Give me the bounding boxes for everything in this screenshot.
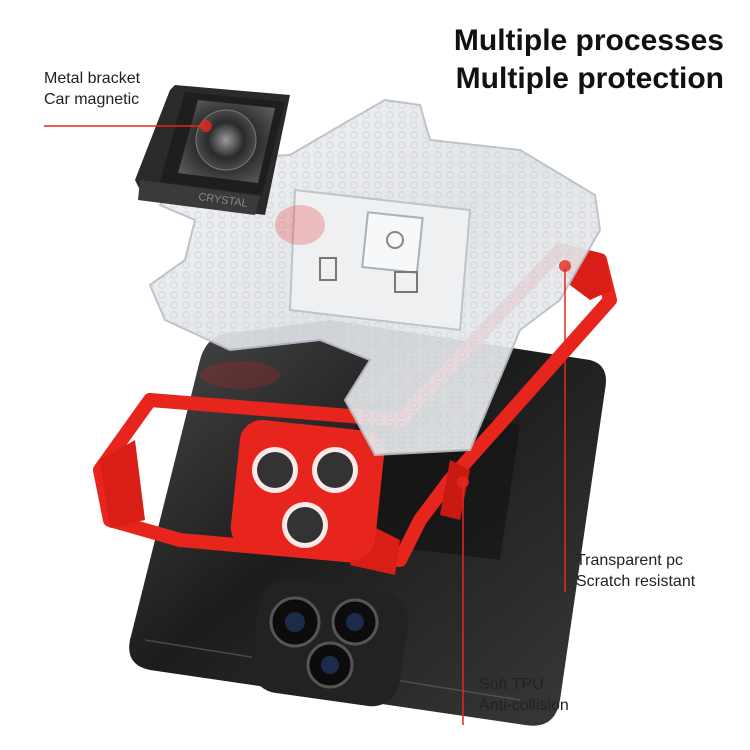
phone-camera-module	[251, 578, 409, 707]
bumper-camera-frame	[230, 420, 385, 561]
metal-bracket	[135, 85, 290, 215]
callout-transparent-pc: Transparent pc Scratch resistant	[576, 550, 695, 592]
callout-bracket-line-1: Metal bracket	[44, 70, 141, 87]
pc-leader-dot	[559, 260, 571, 272]
callout-pc-line-1: Transparent pc	[576, 552, 684, 569]
callout-soft-tpu: Soft TPU Anti-collision	[479, 674, 569, 716]
headline-line-2: Multiple protection	[455, 62, 724, 95]
headline-line-1: Multiple processes	[453, 24, 724, 57]
callout-pc-line-2: Scratch resistant	[576, 573, 696, 590]
tpu-leader-dot	[457, 476, 469, 488]
callout-bracket-line-2: Car magnetic	[44, 91, 140, 108]
bracket-leader-dot	[200, 120, 212, 132]
callout-leaders	[44, 120, 571, 725]
callout-tpu-line-2: Anti-collision	[479, 697, 569, 714]
callout-tpu-line-1: Soft TPU	[479, 676, 544, 693]
callout-metal-bracket: Metal bracket Car magnetic	[44, 68, 140, 110]
headline: Multiple processes Multiple protection	[454, 22, 724, 98]
